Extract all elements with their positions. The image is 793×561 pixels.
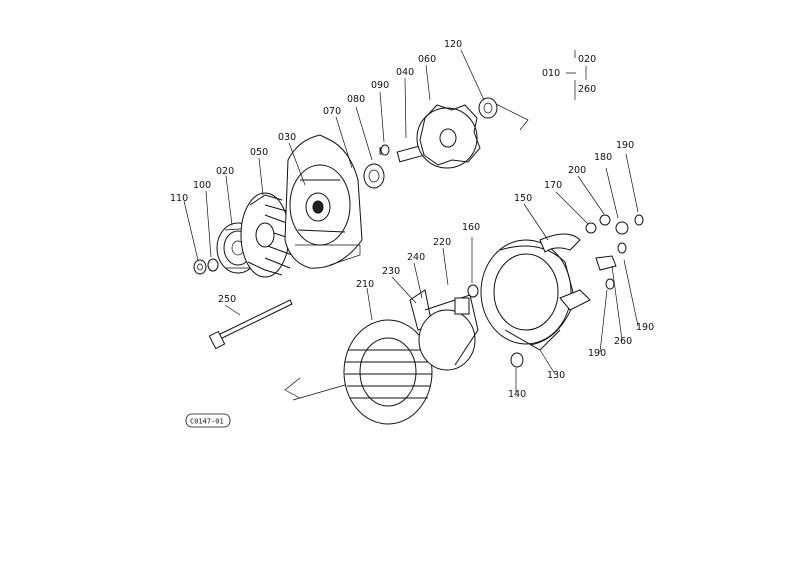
callout-020: 020 xyxy=(216,166,234,177)
terminal-bracket xyxy=(595,255,617,271)
callout-190-top: 190 xyxy=(616,140,634,151)
callout-180: 180 xyxy=(594,152,612,163)
terminal-nut xyxy=(467,284,479,298)
legend-bracket xyxy=(566,50,587,100)
regulator-plate xyxy=(418,294,479,371)
legend-range-start: 020 xyxy=(578,54,596,65)
callout-100: 100 xyxy=(193,180,211,191)
callout-240: 240 xyxy=(407,252,425,263)
callout-160: 160 xyxy=(462,222,480,233)
stator xyxy=(343,319,433,425)
callout-140: 140 xyxy=(508,389,526,400)
callout-080: 080 xyxy=(347,94,365,105)
callout-070: 070 xyxy=(323,106,341,117)
front-housing xyxy=(284,134,363,269)
terminal-insulator xyxy=(585,222,597,234)
bolt-direction-arrow xyxy=(284,377,346,401)
callout-220: 220 xyxy=(433,237,451,248)
drawing-code-stamp: C0147-01 xyxy=(185,413,231,428)
rear-cover xyxy=(539,233,591,311)
front-bearing xyxy=(363,163,385,189)
callout-090: 090 xyxy=(371,80,389,91)
callout-190-lower: 190 xyxy=(588,348,606,359)
callout-110: 110 xyxy=(170,193,188,204)
callout-120: 120 xyxy=(444,39,462,50)
callout-190-right: 190 xyxy=(636,322,654,333)
rotor xyxy=(416,104,481,169)
callout-040: 040 xyxy=(396,67,414,78)
callout-060: 060 xyxy=(418,54,436,65)
rear-bearing xyxy=(478,97,498,119)
callout-260: 260 xyxy=(614,336,632,347)
fan xyxy=(240,192,296,278)
callout-170: 170 xyxy=(544,180,562,191)
callout-130: 130 xyxy=(547,370,565,381)
callout-050: 050 xyxy=(250,147,268,158)
terminal-nut-right xyxy=(617,242,627,254)
pulley-nut xyxy=(193,259,207,275)
callout-230: 230 xyxy=(382,266,400,277)
callout-030: 030 xyxy=(278,132,296,143)
callout-210: 210 xyxy=(356,279,374,290)
spacer xyxy=(380,144,390,156)
rotor-assembly-arrow xyxy=(495,103,529,131)
drawing-code: C0147-01 xyxy=(190,418,224,426)
terminal-nut-upper xyxy=(634,214,644,226)
pulley-washer xyxy=(207,258,219,272)
legend-range-end: 260 xyxy=(578,84,596,95)
legend-parent-number: 010 xyxy=(542,68,560,79)
callout-250: 250 xyxy=(218,294,236,305)
terminal-nut-lower xyxy=(605,278,615,290)
terminal-washer xyxy=(599,214,611,226)
rear-housing xyxy=(480,239,576,351)
assembly-legend: 010 020 260 xyxy=(542,50,596,100)
callout-150: 150 xyxy=(514,193,532,204)
through-bolt xyxy=(208,299,293,350)
callout-200: 200 xyxy=(568,165,586,176)
terminal-bushing xyxy=(615,221,629,235)
sleeve xyxy=(510,352,524,368)
